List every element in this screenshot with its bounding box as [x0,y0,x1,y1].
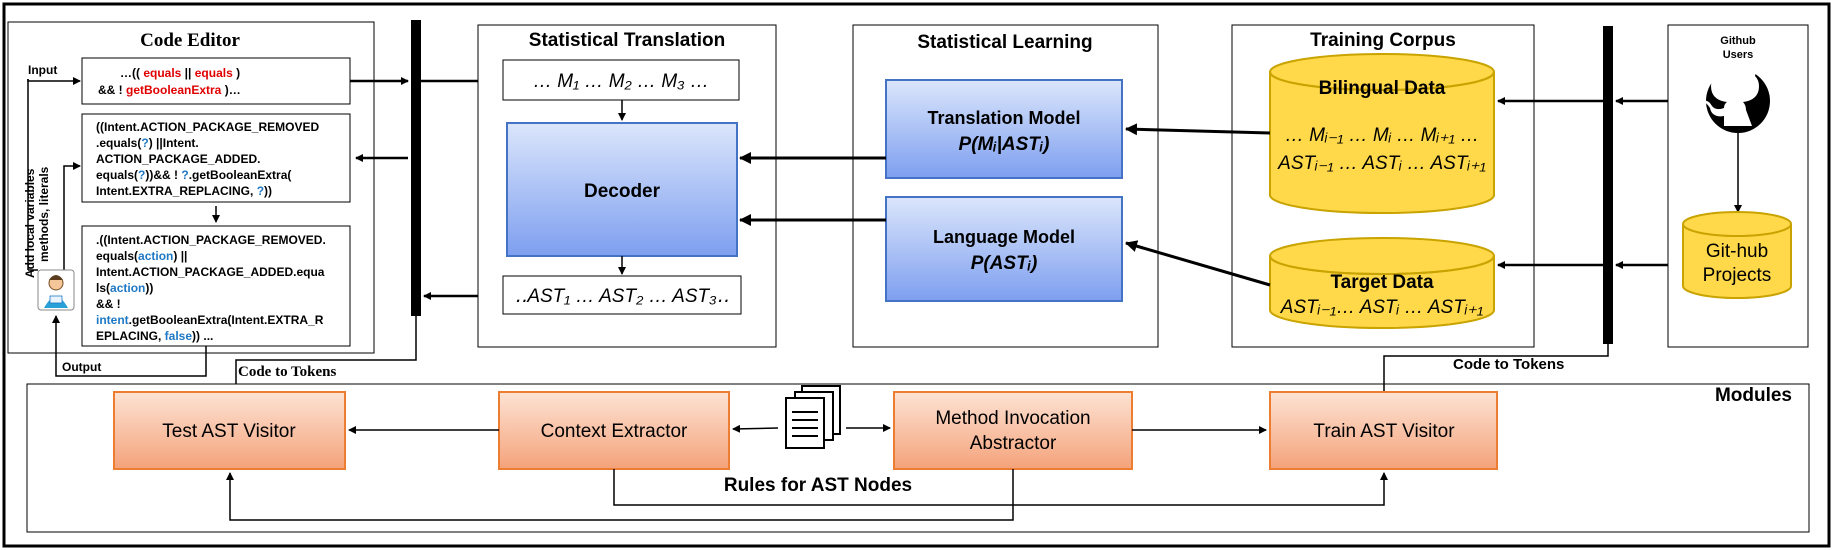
code-box-2-line-3: ACTION_PACKAGE_ADDED. [96,152,260,166]
decoder-box [506,122,738,257]
train-ast-visitor-box [1269,391,1498,470]
code-to-tokens-left: Code to Tokens [238,364,337,380]
bus-to-modules-line [235,316,417,386]
rules-label: Rules for AST Nodes [724,475,912,496]
code-box-1-line-1: …(( equals || equals ) [120,66,240,80]
test-ast-visitor-label: Test AST Visitor [162,421,296,442]
code-box-2-line-5: Intent.EXTRA_REPLACING, ?)) [96,184,272,198]
code-box-output [81,225,351,347]
test-ast-visitor-box [113,391,346,470]
code-box-2-line-2: .equals(?) ||Intent. [96,136,199,150]
rules-to-context-arrow [732,424,779,433]
code-box-3-line-6: intent.getBooleanExtra(Intent.EXTRA_R [96,313,324,327]
train-ast-visitor-label: Train AST Visitor [1313,421,1455,442]
translation-model-formula: P(Mᵢ|ASTᵢ) [959,134,1050,155]
bilingual-data-cylinder [1269,53,1495,214]
statistical-translation-title: Statistical Translation [529,30,725,51]
statistical-learning-title: Statistical Learning [917,32,1092,53]
code-box-3-line-5: && ! [96,297,121,311]
bilingual-data-label: Bilingual Data [1319,78,1446,99]
bilingual-to-translation-model-arrow [1125,123,1271,136]
input-label: Input [28,63,57,77]
github-octocat-icon [1702,64,1770,133]
tokens-in-box [502,59,740,101]
code-box-1-line-2: && ! getBooleanExtra )… [98,83,241,97]
output-label: Output [62,360,101,374]
output-arrow [52,315,207,377]
bilingual-data-line-2: ASTᵢ₋₁ … ASTᵢ … ASTᵢ₊₁ [1277,153,1486,174]
developer-avatar [37,269,75,311]
code-box-abstracted [81,113,351,203]
github-users-line-1: Github [1720,35,1756,47]
github-projects-line-1: Git-hub [1706,241,1768,262]
target-to-language-model-arrow [1125,240,1271,287]
train-visitor-to-bus-line [1383,320,1612,392]
language-model-formula: P(ASTᵢ) [971,253,1038,274]
modules-title: Modules [1715,385,1792,406]
side-label-1: Add local variables [23,168,37,278]
left-bus-bar [411,20,421,316]
right-bus-bar [1603,26,1613,344]
github-projects-cylinder [1682,211,1792,299]
translation-model-box [885,79,1123,179]
code-to-tokens-right: Code to Tokens [1453,356,1564,373]
side-label-2: methods, literals [37,166,51,262]
rules-document-icon [785,385,841,449]
github-users-line-2: Users [1723,49,1754,61]
context-to-train-visitor-line [613,469,1388,506]
language-model-box [885,196,1123,302]
github-projects-line-2: Projects [1703,265,1772,286]
code-box-3-line-1: .((Intent.ACTION_PACKAGE_REMOVED. [96,233,326,247]
language-model-label: Language Model [933,227,1075,247]
code-box-2-line-4: equals(?))&& ! ?.getBooleanExtra( [96,168,291,182]
tokens-out-box [502,275,742,315]
tokens-in-text: … M₁ … M₂ … M₃ … [533,71,709,92]
add-locals-arrow [63,162,81,270]
code-box-2-line-1: ((Intent.ACTION_PACKAGE_REMOVED [96,120,319,134]
code-editor-title: Code Editor [140,30,240,51]
target-data-label: Target Data [1330,272,1434,293]
tokens-out-text: ‥AST₁ … AST₂ … AST₃‥ [515,286,730,307]
code-box-3-line-2: equals(action) || [96,249,187,263]
method-invocation-abstractor-box [893,391,1133,470]
translation-model-label: Translation Model [927,108,1080,128]
code-box-input [81,57,351,105]
code-box-3-line-7: EPLACING, false)) ... [96,329,213,343]
code-box-3-line-4: ls(action)) [96,281,153,295]
target-data-line-1: ASTᵢ₋₁… ASTᵢ … ASTᵢ₊₁ [1280,297,1483,318]
context-extractor-label: Context Extractor [541,421,688,442]
training-corpus-title: Training Corpus [1310,30,1456,51]
target-data-cylinder [1269,237,1495,329]
bilingual-data-line-1: … Mᵢ₋₁ … Mᵢ … Mᵢ₊₁ … [1285,125,1479,146]
decoder-label: Decoder [584,181,661,202]
code-box-3-line-3: Intent.ACTION_PACKAGE_ADDED.equa [96,265,325,279]
method-abstractor-line-1: Method Invocation [935,408,1090,429]
method-to-test-visitor-line [226,469,1014,521]
method-abstractor-line-2: Abstractor [970,433,1057,454]
